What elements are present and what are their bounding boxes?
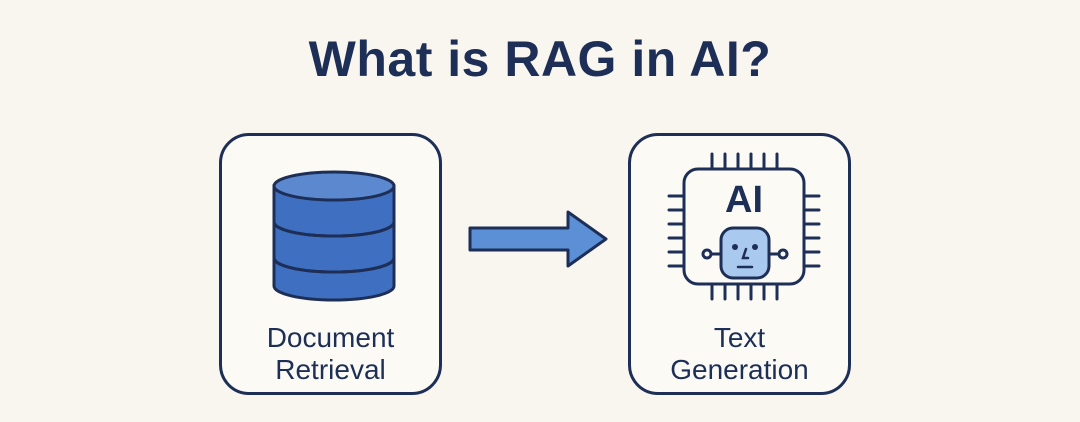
database-icon — [222, 136, 439, 331]
arrow-right-icon — [466, 208, 612, 277]
text-generation-label-line1: Text — [713, 322, 766, 353]
document-retrieval-label-line1: Document — [266, 322, 395, 353]
document-retrieval-label-line2: Retrieval — [275, 354, 386, 385]
document-retrieval-card: Document Retrieval — [219, 133, 442, 395]
chip-text: AI — [725, 179, 763, 221]
text-generation-card: AI Text Generation — [628, 133, 851, 395]
text-generation-label-line2: Generation — [670, 354, 809, 385]
page-title: What is RAG in AI? — [308, 31, 772, 87]
text-generation-label: Text Generation — [631, 322, 848, 386]
document-retrieval-label: Document Retrieval — [222, 322, 439, 386]
ai-chip-robot-icon: AI — [631, 136, 848, 331]
